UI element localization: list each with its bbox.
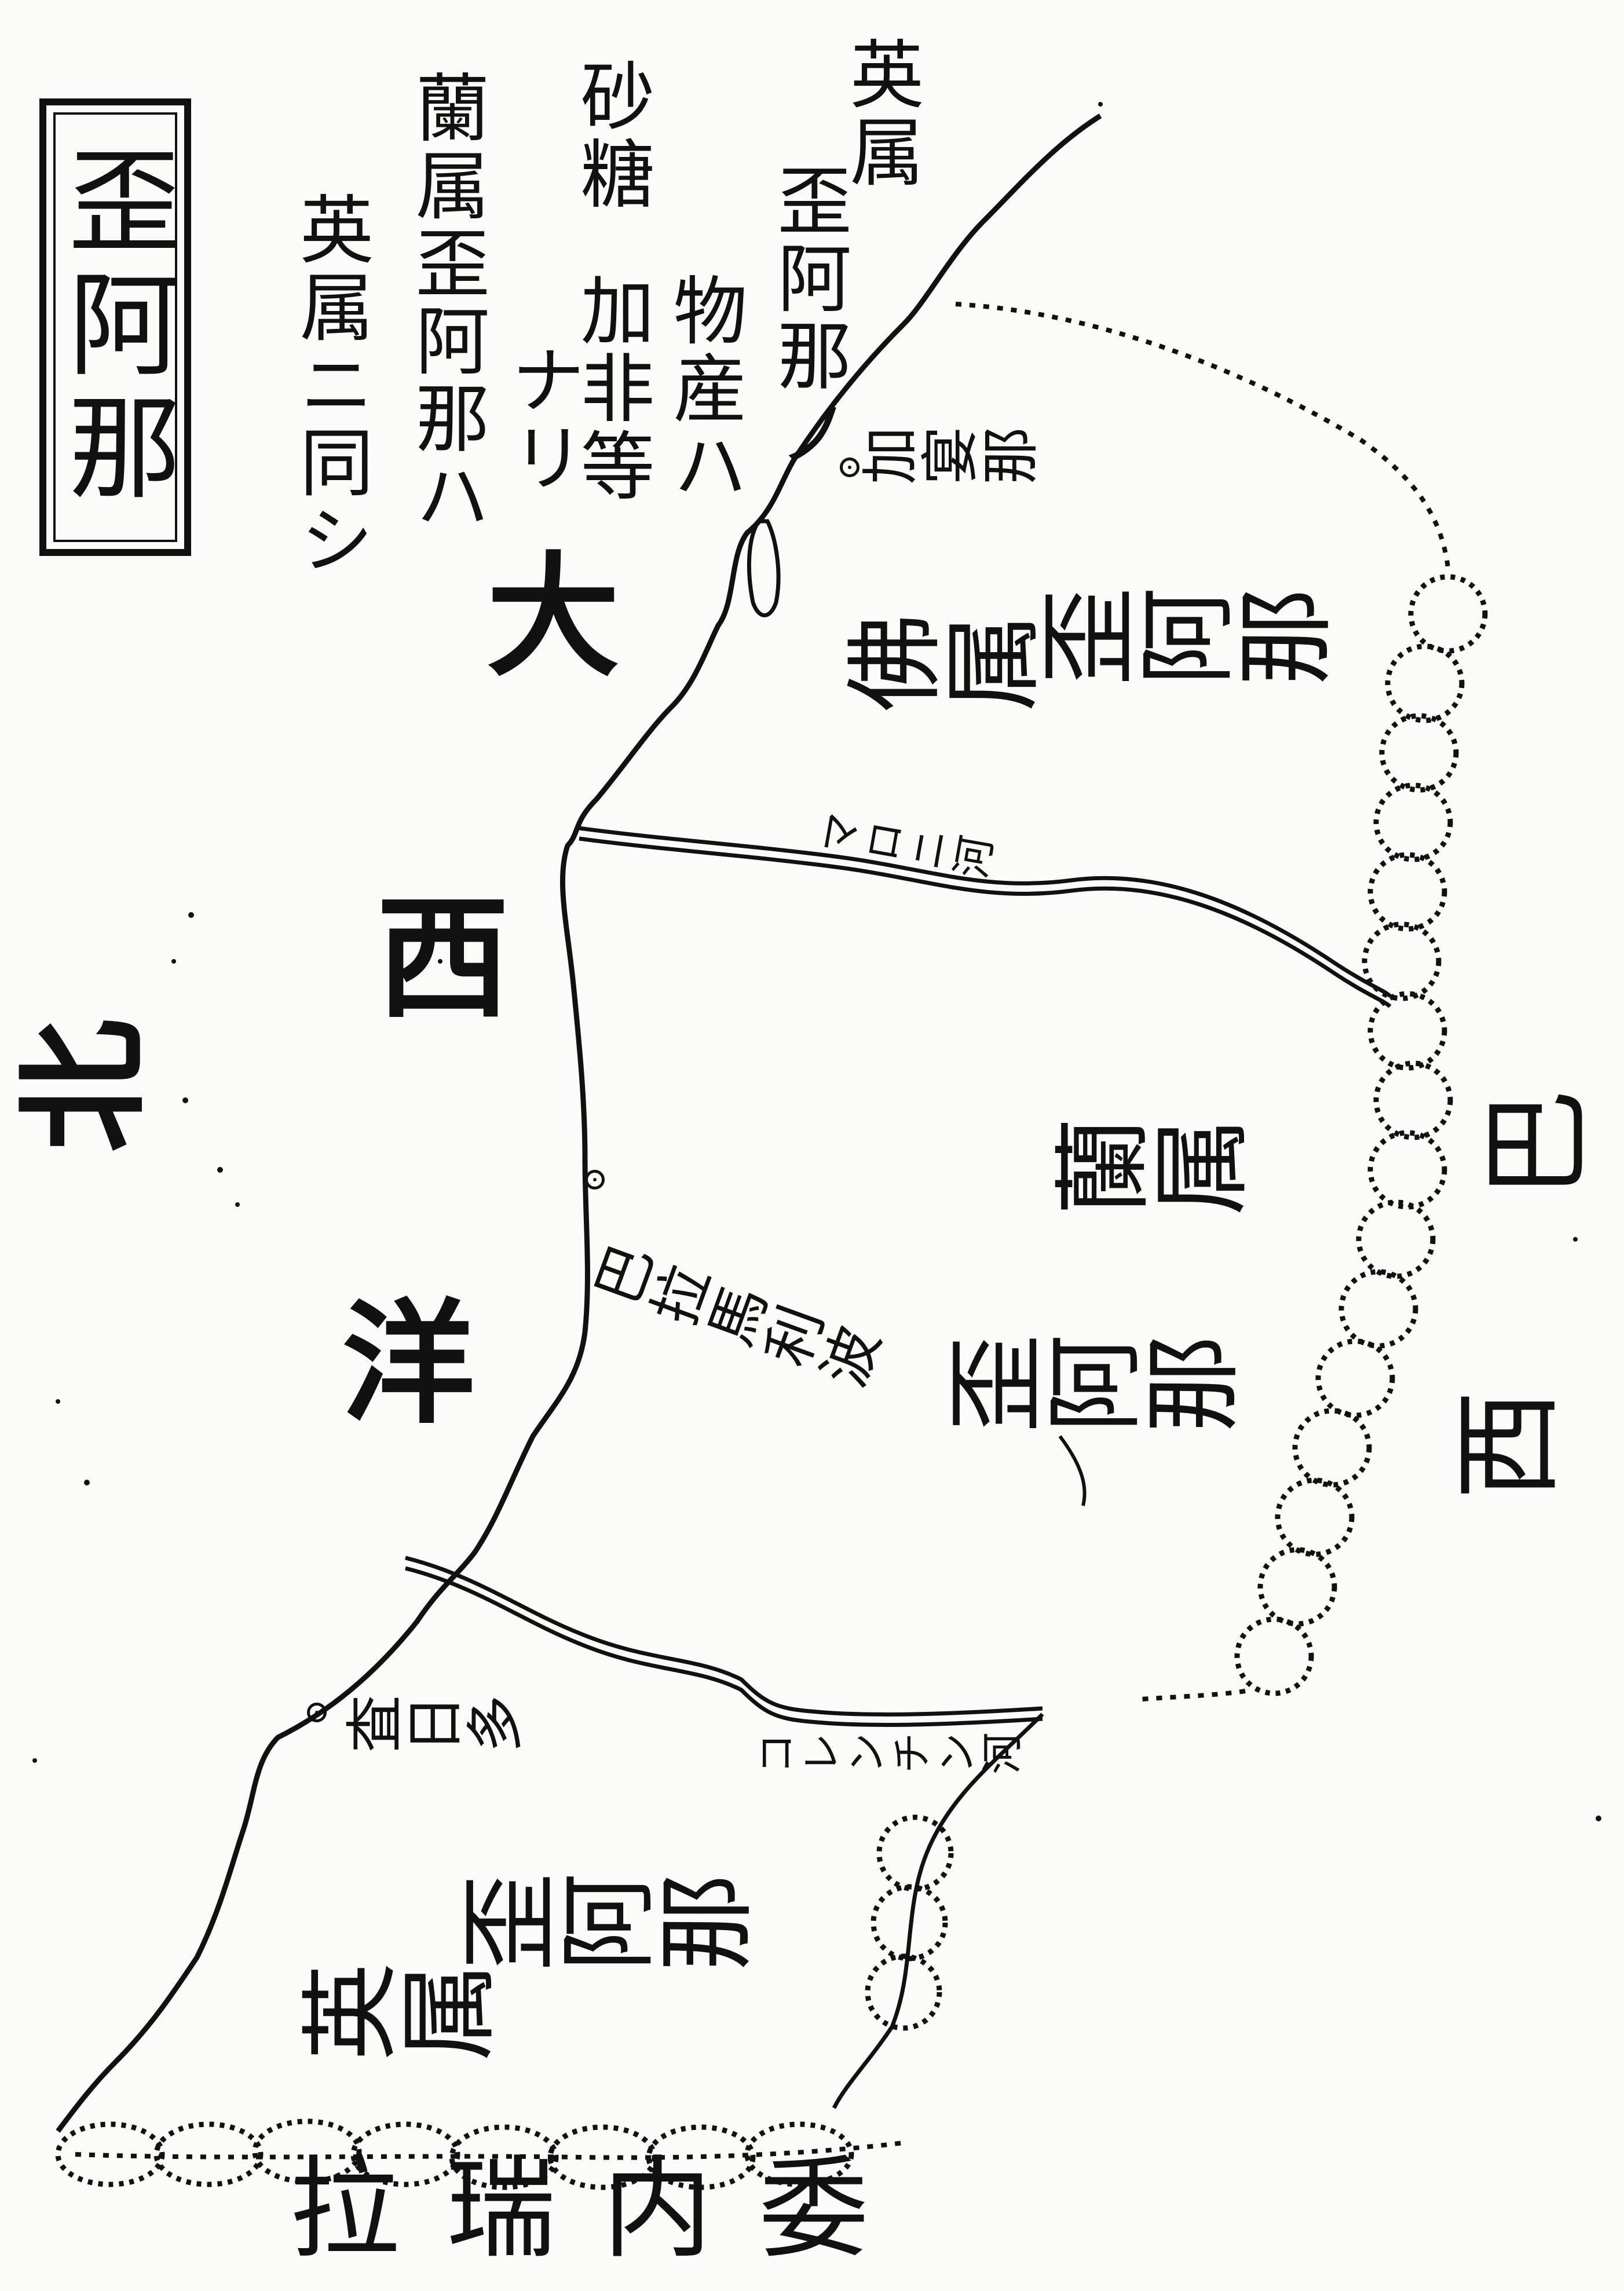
ocean-char-yang: 洋 [342,1286,476,1442]
river-south [832,1712,1044,2109]
note-col-6: ナリ [498,342,584,497]
city-label-cayenne: 加宴那 [859,427,1040,495]
note-col-5: 加非等 [568,272,654,505]
city-marker-paramaribo [585,1170,605,1190]
border-dotted-north [955,302,1450,568]
neighbor-brazil-char1: 巴 [1473,1088,1602,1199]
note-col-4: 砂糖 [568,58,654,213]
city-marker-cayenne [840,458,859,477]
scan-speckles [32,102,1601,1821]
ocean-char-north: 北 [6,1019,163,1153]
neighbor-brazil-char2: 西 [1444,1389,1573,1501]
mountain-chain-south [55,2118,854,2190]
region-dutch-line2: 歪阿那 [944,1335,1239,1450]
note-col-3: 物産ハ [660,272,747,505]
island [747,519,781,617]
corentyne-river-b [405,1566,1043,1727]
mountain-chain-east [1234,574,1488,1696]
coastline [56,114,1102,2133]
river-label-corentyne: コレンチン河 [754,1733,1025,1781]
note-col-1: 英属 [837,36,923,191]
region-french-line1: 佛属 [843,614,1040,729]
border-dotted-south [1135,1689,1246,1702]
note-col-2: 歪阿那ノ [765,162,851,473]
city-label-georgetown: 査日多 [344,1695,525,1763]
ocean-char-xi: 西 [376,880,510,1037]
title-cartouche: 歪阿那 [39,98,191,556]
region-british-line2: 歪阿那 [458,1874,753,1989]
region-dutch-line1: 蘭属 [1051,1118,1248,1233]
note-col-8: 英属ニ同シ [287,191,373,579]
border-dotted-west [75,2140,904,2160]
ocean-char-da: 大 [487,539,620,695]
maroni-river-b [579,836,1392,1008]
map-title: 歪阿那 [49,142,181,513]
note-col-7: 蘭属歪阿那ハ [403,69,489,535]
tributary [1058,1435,1087,1506]
corentyne-river-a [405,1556,1043,1717]
maroni-river-a [579,826,1392,998]
title-cartouche-inner [53,112,177,542]
city-marker-georgetown [307,1703,327,1722]
neighbor-venezuela: 委内瑞拉 [290,2145,916,2273]
mountain-chain-west [865,1814,954,2031]
region-french-line2: 歪阿那 [1037,588,1332,703]
